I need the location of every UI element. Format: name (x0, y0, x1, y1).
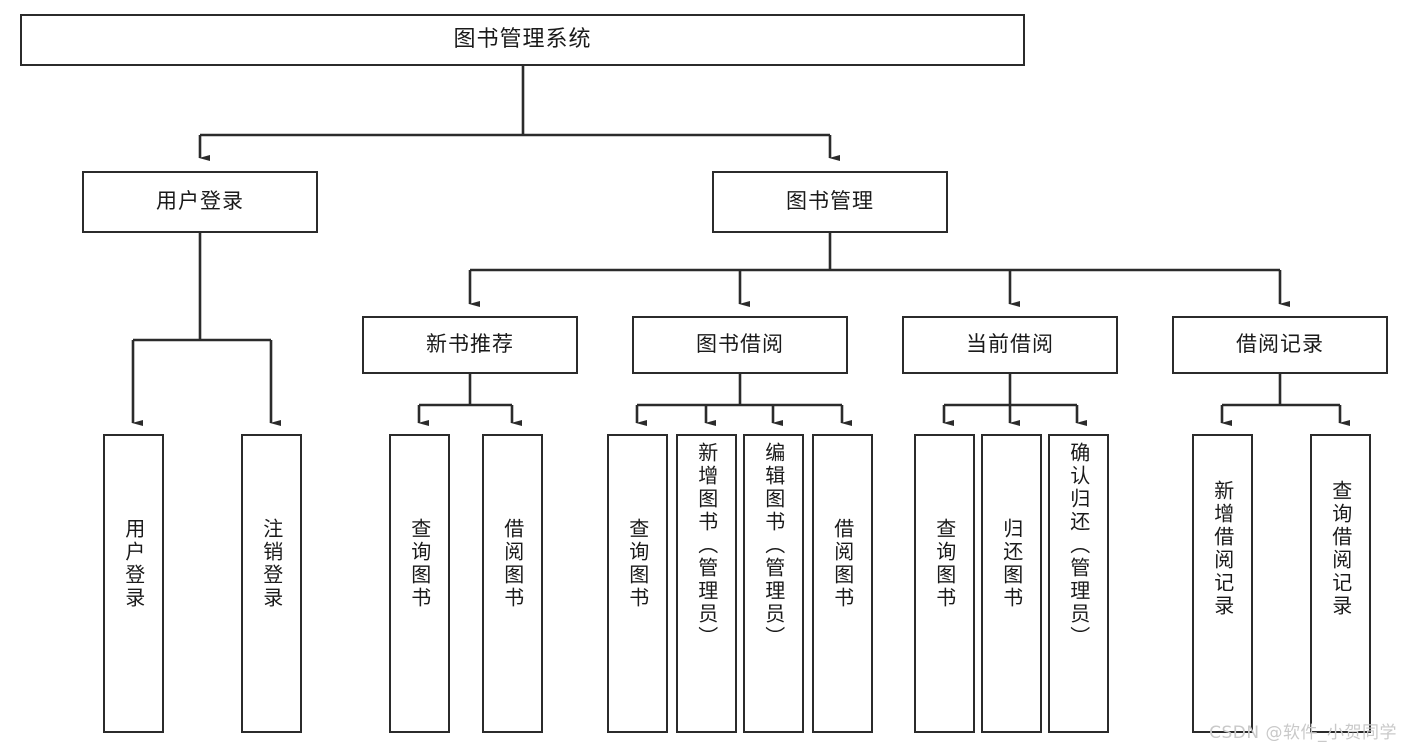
leaf-borrow-book[interactable]: 借阅图书 (812, 434, 873, 733)
node-label: 查询图书 (932, 518, 957, 610)
node-label: 确认归还（管理员） (1066, 442, 1091, 649)
leaf-return-book[interactable]: 归还图书 (981, 434, 1042, 733)
watermark-text: CSDN @软件_小贺同学 (1209, 723, 1397, 743)
node-new-book-recommend[interactable]: 新书推荐 (362, 316, 578, 374)
node-book-management[interactable]: 图书管理 (712, 171, 948, 233)
node-label: 归还图书 (999, 518, 1024, 610)
node-label: 编辑图书（管理员） (761, 442, 786, 649)
node-label: 用户登录 (156, 189, 244, 214)
node-label: 借阅图书 (500, 518, 525, 610)
node-borrow-record[interactable]: 借阅记录 (1172, 316, 1388, 374)
node-label: 新书推荐 (426, 332, 514, 357)
node-label: 新增借阅记录 (1210, 480, 1235, 618)
node-label: 图书管理 (786, 189, 874, 214)
node-label: 借阅记录 (1236, 332, 1324, 357)
leaf-confirm-return-admin[interactable]: 确认归还（管理员） (1048, 434, 1109, 733)
leaf-edit-book-admin[interactable]: 编辑图书（管理员） (743, 434, 804, 733)
node-label: 图书管理系统 (453, 26, 592, 52)
node-label: 新增图书（管理员） (694, 442, 719, 649)
leaf-user-login[interactable]: 用户登录 (103, 434, 164, 733)
node-root-system[interactable]: 图书管理系统 (20, 14, 1025, 66)
node-label: 借阅图书 (830, 518, 855, 610)
leaf-query-book-current[interactable]: 查询图书 (914, 434, 975, 733)
leaf-query-book-borrow[interactable]: 查询图书 (607, 434, 668, 733)
node-label: 查询图书 (625, 518, 650, 610)
node-label: 图书借阅 (696, 332, 784, 357)
node-label: 查询图书 (407, 518, 432, 610)
node-book-borrow[interactable]: 图书借阅 (632, 316, 848, 374)
leaf-add-book-admin[interactable]: 新增图书（管理员） (676, 434, 737, 733)
node-label: 用户登录 (121, 518, 146, 610)
leaf-add-borrow-record[interactable]: 新增借阅记录 (1192, 434, 1253, 733)
node-user-login[interactable]: 用户登录 (82, 171, 318, 233)
leaf-query-borrow-record[interactable]: 查询借阅记录 (1310, 434, 1371, 733)
leaf-logout[interactable]: 注销登录 (241, 434, 302, 733)
node-label: 注销登录 (259, 518, 284, 610)
node-label: 当前借阅 (966, 332, 1054, 357)
leaf-query-book-recommend[interactable]: 查询图书 (389, 434, 450, 733)
node-current-borrow[interactable]: 当前借阅 (902, 316, 1118, 374)
node-label: 查询借阅记录 (1328, 480, 1353, 618)
leaf-borrow-book-recommend[interactable]: 借阅图书 (482, 434, 543, 733)
